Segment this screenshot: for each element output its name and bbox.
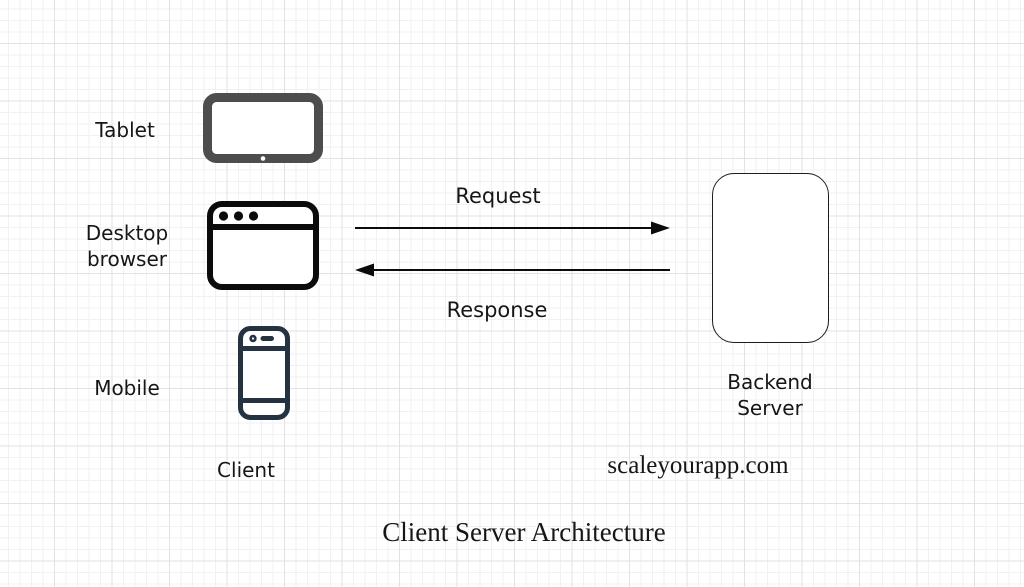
request-label: Request xyxy=(455,184,541,208)
desktop-browser-label-line1: Desktop xyxy=(85,221,169,245)
browser-window-icon xyxy=(207,201,319,290)
response-arrow xyxy=(355,263,670,277)
backend-server-label-line1: Backend xyxy=(727,370,813,394)
speaker-bar-icon xyxy=(260,336,274,341)
watermark-text: scaleyourapp.com xyxy=(607,452,789,479)
desktop-browser-label-line2: browser xyxy=(86,246,168,271)
response-label: Response xyxy=(446,298,548,322)
client-group-label: Client xyxy=(217,458,275,482)
smartphone-icon xyxy=(238,326,290,420)
backend-server-label: Backend Server xyxy=(700,370,840,421)
diagram-title: Client Server Architecture xyxy=(382,517,666,547)
backend-server-label-line2: Server xyxy=(737,395,803,420)
desktop-browser-label: Desktop browser xyxy=(56,221,198,272)
tablet-icon xyxy=(203,93,323,163)
mobile-label: Mobile xyxy=(94,376,160,400)
tablet-label: Tablet xyxy=(95,118,155,142)
request-arrow xyxy=(355,221,670,235)
request-response-arrows xyxy=(355,221,670,277)
backend-server-box xyxy=(712,173,829,343)
